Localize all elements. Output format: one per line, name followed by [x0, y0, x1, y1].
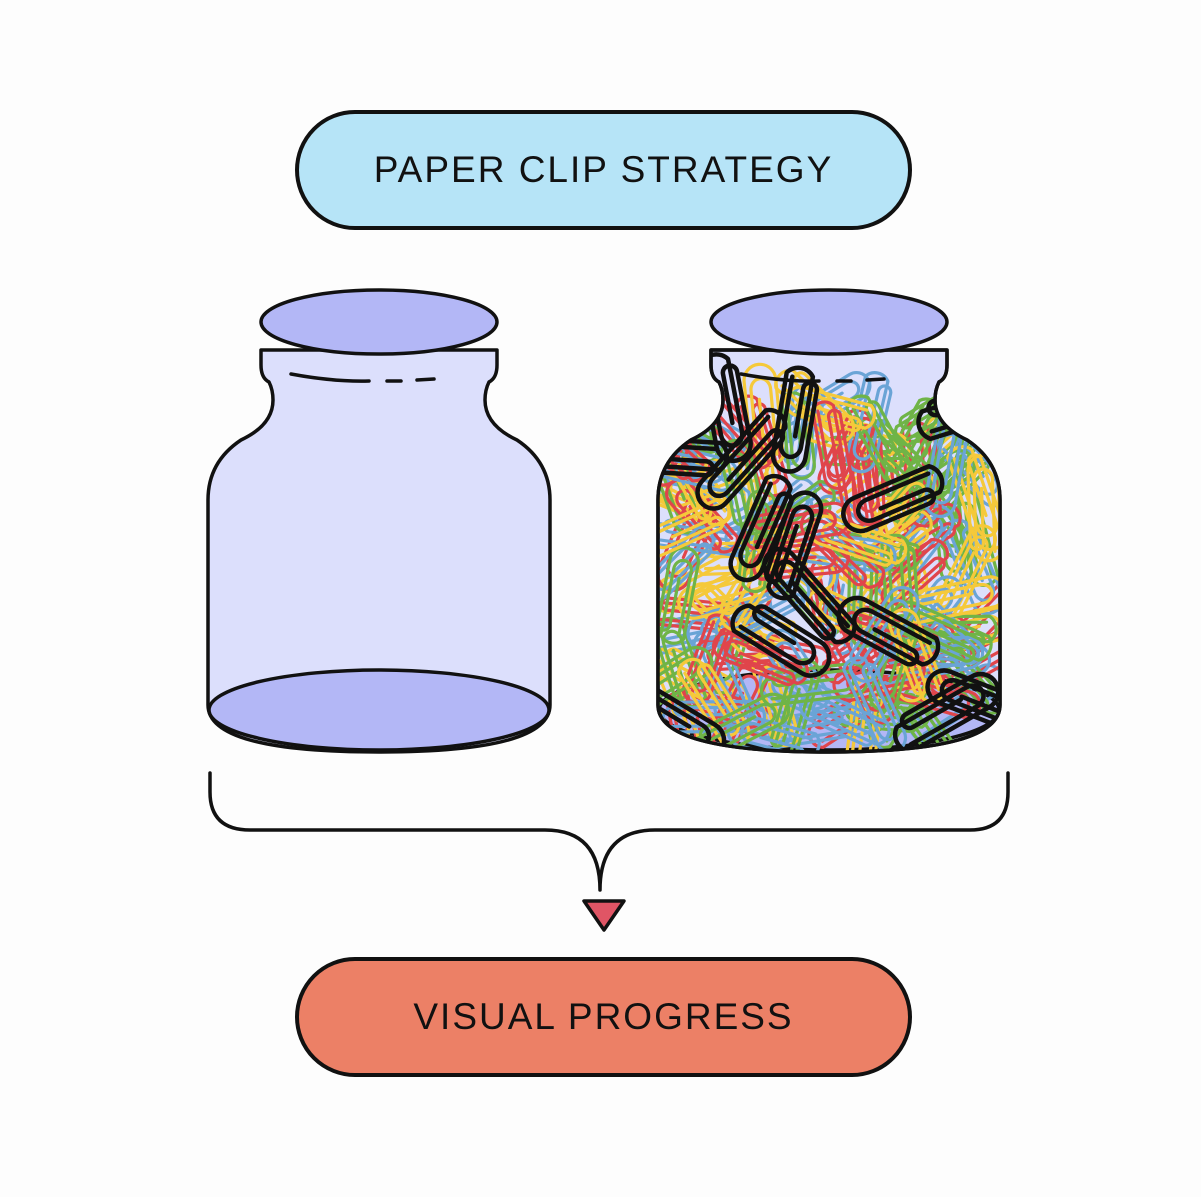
paper-clip-icon	[841, 463, 945, 534]
paper-clip-icon	[658, 435, 730, 478]
paper-clip-icon	[658, 616, 708, 709]
paper-clip-icon	[692, 692, 791, 752]
paper-clip-icon	[730, 603, 832, 678]
full-jar-rim	[709, 288, 949, 356]
paper-clip-icon	[658, 387, 724, 455]
paper-clip-icon	[808, 514, 908, 567]
paper-clip-icon	[676, 657, 751, 750]
empty-jar-body	[206, 348, 552, 754]
empty-jar-bottom	[207, 668, 551, 752]
paper-clip-icon	[810, 400, 853, 490]
title-pill: PAPER CLIP STRATEGY	[295, 110, 912, 230]
paper-clip-icon	[658, 682, 727, 752]
paper-clips-pile	[658, 352, 1000, 752]
title-text: PAPER CLIP STRATEGY	[373, 149, 834, 190]
result-text: VISUAL PROGRESS	[413, 996, 794, 1037]
paper-clip-icon	[658, 497, 731, 558]
paper-clip-icon	[925, 668, 1000, 734]
full-jar-shine	[739, 372, 886, 383]
paper-clip-icon	[711, 631, 809, 687]
empty-jar-icon	[206, 288, 552, 754]
paper-clip-icon	[848, 586, 920, 683]
result-pill: VISUAL PROGRESS	[295, 957, 912, 1077]
paper-clip-icon	[761, 546, 857, 645]
empty-jar-shine	[289, 372, 436, 383]
brace-connector	[208, 771, 1010, 892]
paper-clip-icon	[836, 595, 941, 667]
paper-clip-icon	[916, 378, 1000, 442]
paper-clip-icon	[726, 713, 821, 752]
full-jar-outline	[656, 348, 1002, 754]
paper-clip-icon	[799, 508, 886, 589]
down-arrow-icon	[582, 899, 626, 932]
paper-clip-icon	[903, 594, 992, 676]
paper-clip-icon	[845, 394, 913, 486]
full-jar-icon	[656, 288, 1002, 754]
paper-clip-icon	[695, 407, 788, 511]
paper-clip-icon	[658, 402, 711, 483]
paper-clip-icon	[752, 540, 850, 582]
empty-jar-rim	[259, 288, 499, 356]
